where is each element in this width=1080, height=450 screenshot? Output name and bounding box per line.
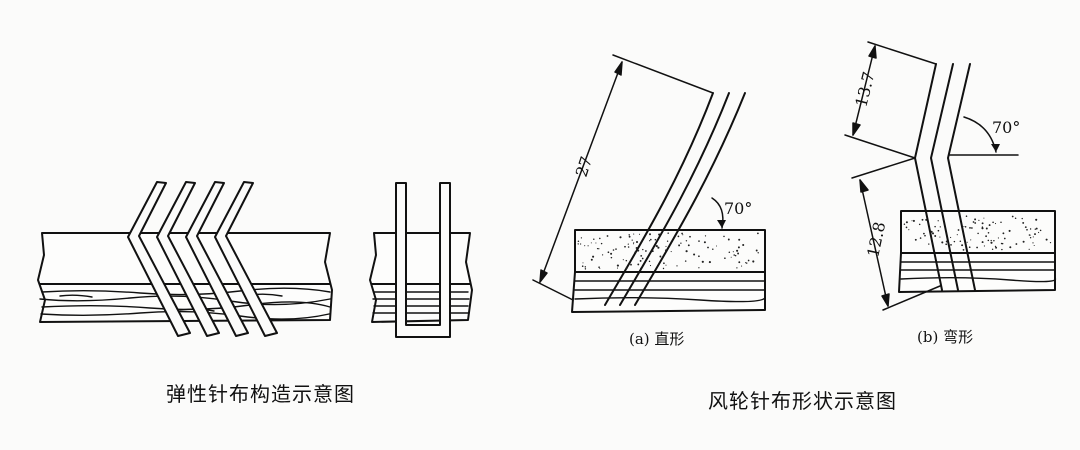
- foundation-stipple-b: [903, 215, 1052, 251]
- foundation-stipple-a: [577, 232, 759, 270]
- angle-label-bent: 70°: [992, 118, 1020, 137]
- fan-wheel-bent-view: [844, 41, 1057, 311]
- angle-label-straight: 70°: [724, 199, 752, 218]
- dimension-label-27: 27: [572, 154, 596, 179]
- caption-straight: (a) 直形: [629, 330, 685, 348]
- fan-wheel-straight-view: [532, 54, 766, 313]
- dimension-label-12-8: 12.8: [863, 220, 889, 259]
- caption-elastic-clothing: 弹性针布构造示意图: [166, 382, 355, 406]
- caption-bent: (b) 弯形: [917, 328, 974, 346]
- dimension-label-13-7: 13.7: [851, 70, 878, 109]
- elastic-clothing-end-view: [369, 182, 473, 338]
- elastic-clothing-side-view: [37, 181, 333, 337]
- caption-fan-wheel-clothing: 风轮针布形状示意图: [708, 389, 897, 413]
